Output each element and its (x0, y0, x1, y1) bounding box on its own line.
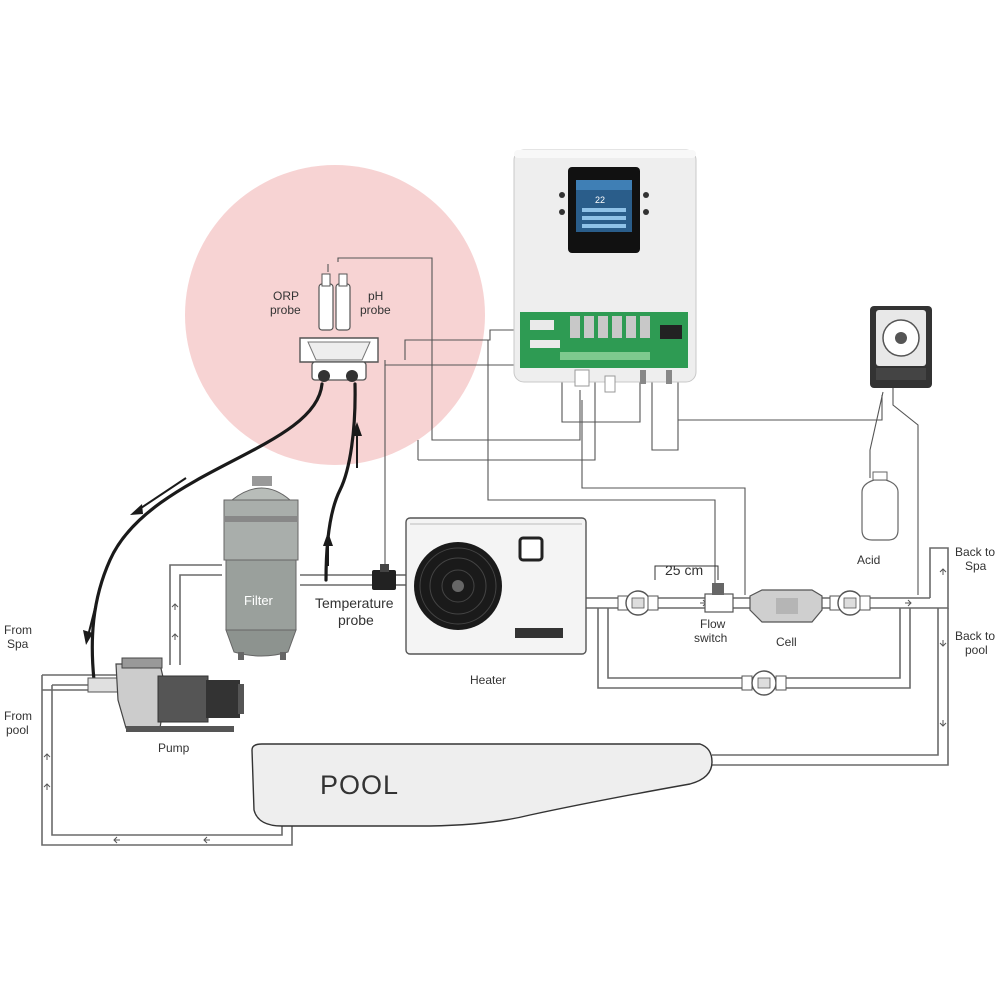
inline-valve-1 (617, 590, 659, 616)
signal-cables (327, 257, 919, 595)
circulation-pump (87, 657, 244, 732)
pump-label: Pump (158, 741, 190, 755)
salt-cell (749, 589, 823, 623)
pool-basin (251, 743, 713, 827)
from-spa-label-line1: From (4, 623, 32, 637)
back-to-spa-label-line1: Back to (955, 545, 995, 559)
acid-label: Acid (857, 553, 880, 567)
flow-direction-marks (43, 568, 947, 844)
cell-label: Cell (776, 635, 797, 649)
sand-filter (223, 476, 299, 660)
measurement-bracket (654, 565, 719, 580)
from-pool-label-line1: From (4, 709, 32, 723)
controller-display-value: 22 (595, 195, 605, 205)
distance-label: 25 cm (665, 562, 703, 578)
back-to-spa-label-line2: Spa (965, 559, 987, 573)
back-to-pool-label-line2: pool (965, 643, 988, 657)
acid-dosing-pump (870, 306, 932, 388)
controller-unit: 22 (513, 149, 697, 393)
temperature-probe-fitting (372, 564, 396, 590)
pool-label: POOL (320, 770, 399, 800)
probe-holder (299, 273, 379, 382)
ph-probe-label-line1: pH (368, 289, 383, 303)
hose-flow-arrows (83, 422, 362, 645)
probe-highlight-circle (185, 165, 485, 465)
ph-probe-label-line2: probe (360, 303, 391, 317)
orp-probe-label-line2: probe (270, 303, 301, 317)
from-pool-label-line2: pool (6, 723, 29, 737)
flow-switch-label-line1: Flow (700, 617, 726, 631)
heat-pump-heater (405, 517, 587, 655)
orp-probe-tube (318, 283, 334, 331)
inline-valve-2 (829, 590, 871, 616)
flow-switch (704, 583, 734, 613)
filter-label: Filter (244, 593, 274, 608)
temperature-probe-label-line1: Temperature (315, 595, 394, 611)
temperature-probe-label-line2: probe (338, 612, 374, 628)
probe-return-hose (90, 382, 324, 682)
acid-container (861, 471, 899, 541)
heater-label: Heater (470, 673, 506, 687)
ph-probe-tube (335, 283, 351, 331)
from-spa-label-line2: Spa (7, 637, 29, 651)
flow-switch-label-line2: switch (694, 631, 727, 645)
back-to-pool-label-line1: Back to (955, 629, 995, 643)
bypass-valve (741, 670, 787, 696)
orp-probe-label-line1: ORP (273, 289, 299, 303)
